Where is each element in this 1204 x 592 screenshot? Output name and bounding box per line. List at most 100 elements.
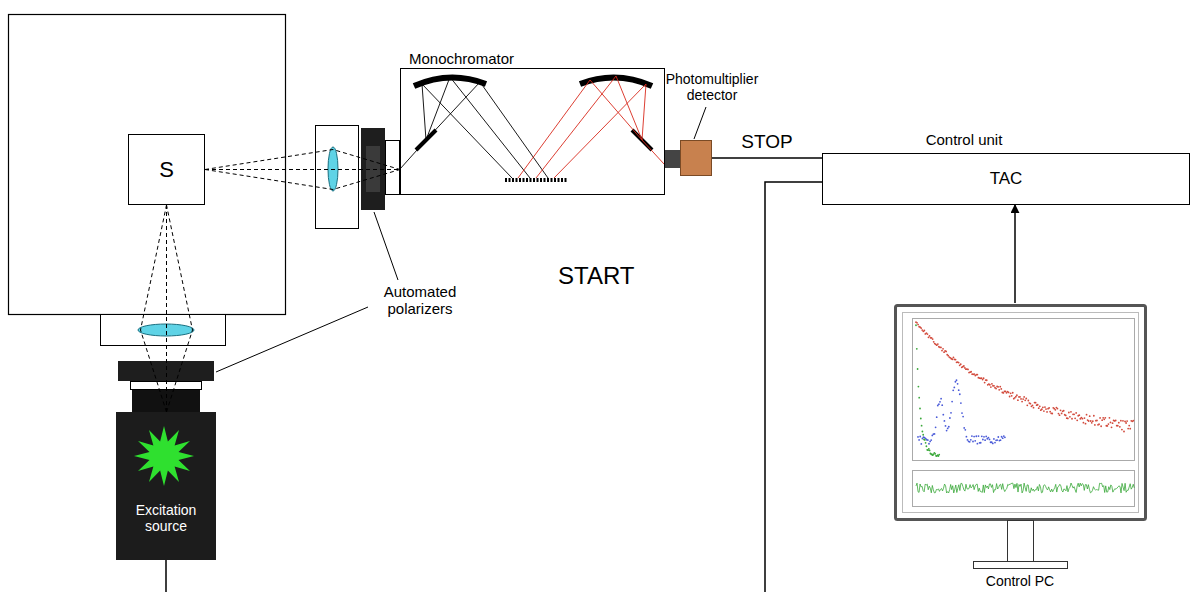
decay-data [976, 374, 978, 376]
instrument-response [919, 436, 921, 438]
decay-data [1057, 408, 1059, 410]
decay-data [952, 358, 954, 360]
decay-data [1122, 420, 1124, 422]
fit-curve [934, 453, 936, 455]
instrument-response [970, 439, 972, 441]
instrument-response [967, 439, 969, 441]
decay-data [1112, 422, 1114, 424]
fit-curve [924, 439, 926, 441]
decay-data [970, 371, 972, 373]
monochromator-box: Monochromator [400, 68, 665, 195]
fit-curve [935, 455, 937, 457]
instrument-response [994, 442, 996, 444]
chart-frame [913, 319, 1135, 461]
control-unit-box: Control unitTAC [822, 153, 1190, 205]
decay-data [915, 321, 1134, 432]
decay-data [1027, 400, 1029, 402]
decay-data [955, 359, 957, 361]
fit-curve [915, 324, 917, 326]
instrument-response [974, 440, 976, 442]
decay-data [1063, 410, 1065, 412]
decay-data [1110, 422, 1112, 424]
concave-mirror [580, 77, 652, 86]
fit-curve [918, 397, 920, 399]
decay-data [1089, 415, 1091, 417]
instrument-response [969, 441, 971, 443]
instrument-response [936, 416, 938, 418]
decay-data [1059, 414, 1061, 416]
instrument-response [949, 417, 951, 419]
decay-data [1091, 422, 1093, 424]
decay-data [1012, 392, 1014, 394]
light-ray [518, 76, 664, 178]
decay-data [997, 386, 999, 388]
decay-data [1085, 423, 1087, 425]
fit-curve [920, 418, 922, 420]
decay-data [1045, 408, 1047, 410]
instrument-response [946, 430, 948, 432]
decay-data [1058, 413, 1060, 415]
decay-data [940, 346, 942, 348]
fit-curve [936, 455, 938, 457]
instrument-response [951, 401, 953, 403]
decay-data [1046, 411, 1048, 413]
fit-curve [929, 450, 931, 452]
decay-data [933, 341, 935, 343]
instrument-response [950, 412, 952, 414]
decay-data [1011, 395, 1013, 397]
pc-label: Control PC [893, 573, 1147, 589]
fit-curve [928, 448, 930, 450]
decay-data [1098, 423, 1100, 425]
fit-curve [934, 452, 936, 454]
instrument-response [942, 414, 944, 416]
monochromator-label: Monochromator [409, 50, 514, 67]
decay-data [1109, 417, 1111, 419]
instrument-response [989, 438, 991, 440]
decay-data [1033, 407, 1035, 409]
decay-data [953, 357, 955, 359]
monochromator-optics [400, 76, 664, 180]
decay-data [1084, 417, 1086, 419]
instrument-response [985, 436, 987, 438]
fit-curve [931, 454, 933, 456]
instrument-response [973, 436, 975, 438]
instrument-response [963, 427, 965, 429]
decay-data [920, 327, 922, 329]
decay-data [1017, 399, 1019, 401]
signal-label: START [556, 262, 636, 290]
decay-data [929, 335, 931, 337]
decay-data [1051, 413, 1053, 415]
signal-wire [712, 157, 822, 159]
control-unit-label: Control unit [916, 131, 1012, 148]
instrument-response [917, 436, 919, 438]
instrument-response [952, 389, 954, 391]
tac-label: TAC [990, 169, 1023, 189]
instrument-response [960, 402, 962, 404]
fit-curve [919, 408, 921, 410]
instrument-response [947, 428, 949, 430]
decay-data [1023, 396, 1025, 398]
decay-data [1101, 419, 1103, 421]
instrument-response [956, 379, 958, 381]
fit-curve [930, 453, 932, 455]
decay-data [1126, 420, 1128, 422]
decay-data [1124, 421, 1126, 423]
instrument-response [930, 439, 932, 441]
part-label: Automated polarizers [360, 283, 480, 318]
decay-data [1021, 401, 1023, 403]
decay-data [1092, 420, 1094, 422]
decay-data [1048, 407, 1050, 409]
source-label: Excitation source [124, 502, 208, 534]
instrument-response [945, 425, 947, 427]
signal-wire [1014, 205, 1016, 303]
decay-data [1002, 392, 1004, 394]
decay-chart [915, 321, 1134, 493]
instrument-response [927, 439, 929, 441]
instrument-response [988, 437, 990, 439]
fit-curve [926, 449, 928, 451]
concave-mirror [414, 77, 486, 86]
monitor-base [974, 562, 1068, 569]
decay-data [1070, 411, 1072, 413]
fit-curve [925, 442, 927, 444]
instrument-response [935, 426, 937, 428]
